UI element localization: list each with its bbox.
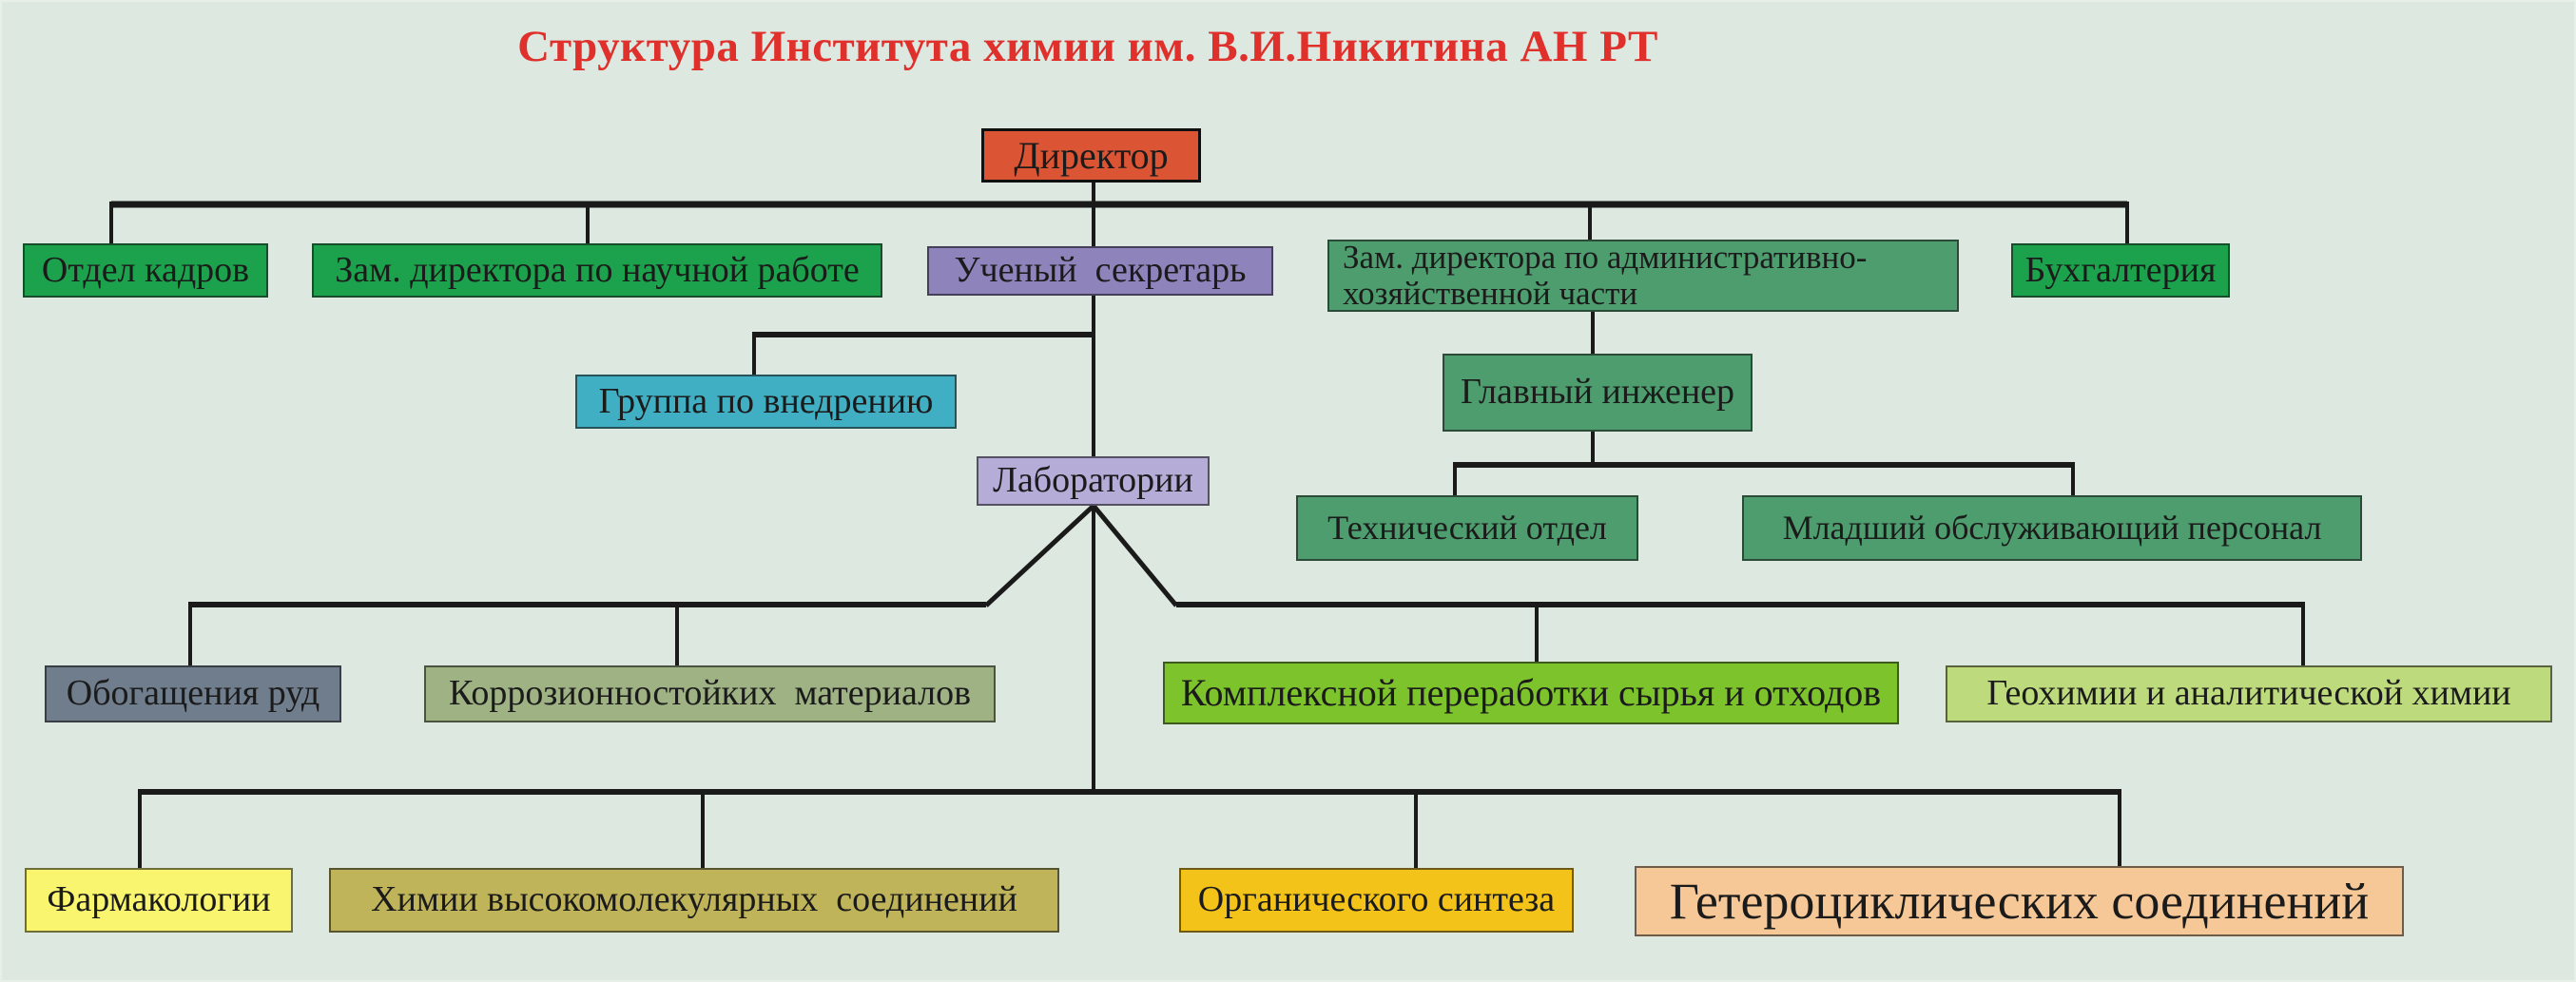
node-hr-department: Отдел кадров bbox=[23, 243, 268, 298]
page-title: Структура Института химии им. В.И.Никити… bbox=[517, 22, 1658, 71]
node-lab-pharmacology: Фармакологии bbox=[25, 868, 293, 933]
node-chief-engineer: Главный инженер bbox=[1443, 354, 1753, 432]
node-accounting: Бухгалтерия bbox=[2011, 243, 2230, 298]
node-deputy-director-administrative: Зам. директора по административно-хозяйс… bbox=[1327, 240, 1959, 312]
node-implementation-group: Группа по внедрению bbox=[575, 375, 957, 429]
node-lab-corrosion-resistant-materials: Коррозионностойких материалов bbox=[424, 665, 996, 722]
node-lab-high-molecular-compounds: Химии высокомолекулярных соединений bbox=[329, 868, 1059, 933]
node-lab-organic-synthesis: Органического синтеза bbox=[1179, 868, 1574, 933]
node-scientific-secretary: Ученый секретарь bbox=[927, 246, 1273, 296]
node-lab-complex-processing: Комплексной переработки сырья и отходов bbox=[1163, 662, 1899, 724]
node-lab-heterocyclic-compounds: Гетероциклических соединений bbox=[1635, 866, 2404, 936]
node-director: Директор bbox=[981, 128, 1201, 183]
node-lab-geochemistry-analytical: Геохимии и аналитической химии bbox=[1946, 665, 2552, 722]
node-lab-ore-enrichment: Обогащения руд bbox=[45, 665, 341, 722]
node-laboratories: Лаборатории bbox=[977, 456, 1210, 506]
node-junior-service-staff: Младший обслуживающий персонал bbox=[1742, 495, 2362, 561]
node-technical-department: Технический отдел bbox=[1296, 495, 1638, 561]
node-deputy-director-science: Зам. директора по научной работе bbox=[312, 243, 882, 298]
